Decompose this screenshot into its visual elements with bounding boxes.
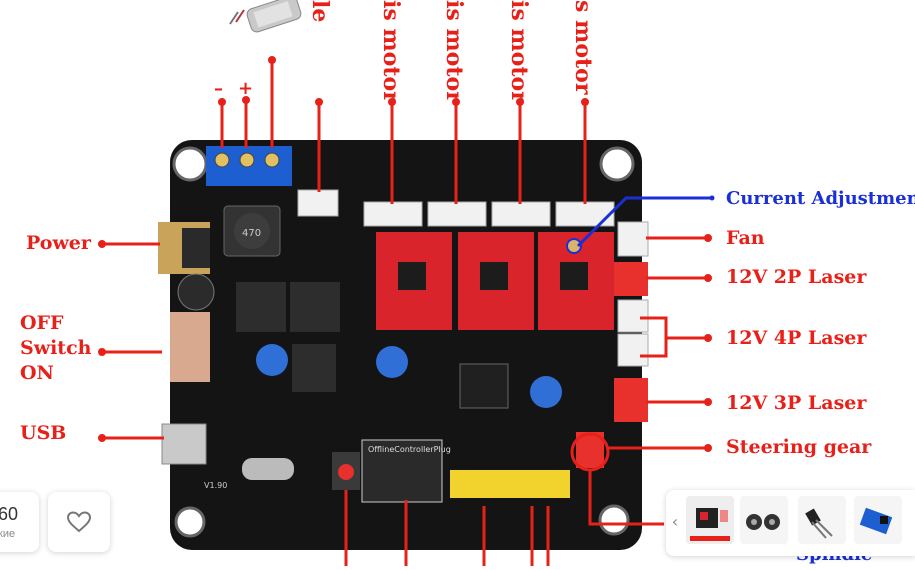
offline-header-label: OfflineControllerPlug — [368, 445, 451, 454]
mount-hole-tl — [172, 146, 208, 182]
gallery-thumbnail[interactable] — [854, 496, 902, 544]
dc-motor-icon — [229, 0, 302, 33]
gallery-thumbnail[interactable] — [686, 496, 734, 544]
mount-hole-br — [598, 504, 630, 536]
label-steering-gear: Steering gear — [726, 436, 872, 458]
label-y-motor: is motor — [441, 0, 467, 103]
pointer-lines — [98, 56, 712, 566]
gallery-thumbnail[interactable] — [798, 496, 846, 544]
mount-hole-bl — [174, 506, 206, 538]
thumbnail-gallery: ‹ — [666, 490, 915, 556]
label-12v-4p-laser: 12V 4P Laser — [726, 327, 867, 349]
gallery-thumbnail[interactable] — [740, 496, 788, 544]
label-a-motor: s motor — [570, 0, 596, 95]
gallery-prev-arrow[interactable]: ‹ — [671, 512, 679, 531]
heart-icon — [66, 511, 92, 533]
label-off: OFF — [20, 312, 64, 334]
label-plus: + — [238, 78, 254, 99]
svg-text:470: 470 — [242, 228, 261, 239]
label-usb: USB — [20, 422, 67, 444]
label-fan: Fan — [726, 227, 765, 249]
label-12v-3p-laser: 12V 3P Laser — [726, 392, 867, 414]
label-x-motor: is motor — [378, 0, 404, 103]
label-current-adjustment: Current Adjustment — [726, 188, 915, 209]
label-spindle-top: le — [307, 0, 333, 23]
stepper-drivers — [376, 232, 614, 330]
power-switch — [170, 312, 210, 382]
price-subtitle: кие — [0, 528, 16, 540]
price-fragment: 60 — [0, 504, 19, 524]
mount-hole-tr — [599, 146, 635, 182]
price-card[interactable]: 60 кие — [0, 492, 39, 552]
label-on: ON — [20, 362, 54, 384]
yellow-pin-header — [450, 470, 570, 498]
label-switch: Switch — [20, 337, 92, 359]
label-minus: – — [214, 78, 223, 99]
usb-port — [161, 423, 207, 465]
label-z-motor: is motor — [506, 0, 532, 103]
favorite-button[interactable] — [48, 492, 110, 552]
board-version: V1.90 — [204, 481, 227, 490]
label-12v-2p-laser: 12V 2P Laser — [726, 266, 867, 288]
label-power: Power — [26, 232, 91, 254]
